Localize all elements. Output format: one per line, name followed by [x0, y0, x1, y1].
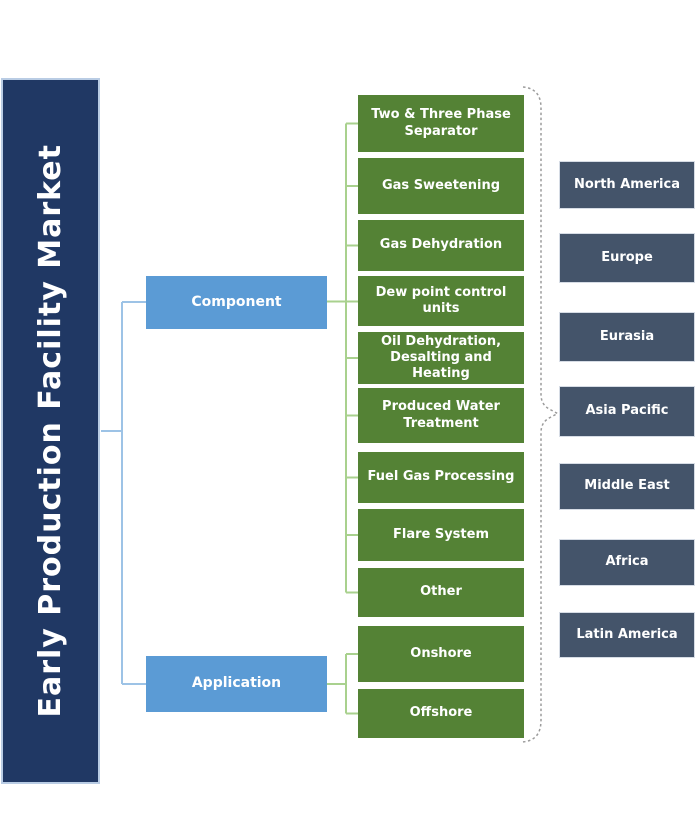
- region-africa: Africa: [559, 539, 695, 586]
- region-north-america: North America: [559, 161, 695, 209]
- region-eurasia: Eurasia: [559, 312, 695, 362]
- application-item-onshore: Onshore: [358, 626, 524, 682]
- application-item-offshore: Offshore: [358, 689, 524, 738]
- blue-connector-group: [101, 301, 146, 685]
- green-connector-application-group: [327, 653, 358, 715]
- region-asia-pacific: Asia Pacific: [559, 386, 695, 437]
- market-title: Early Production Facility Market: [33, 144, 68, 718]
- component-item-oil-dehydration-desalting-heating: Oil Dehydration, Desalting and Heating: [358, 332, 524, 384]
- node-application: Application: [146, 656, 327, 712]
- dashed-brace: [521, 86, 560, 743]
- green-connector-component-group: [327, 122, 358, 594]
- component-item-gas-sweetening: Gas Sweetening: [358, 158, 524, 214]
- component-item-gas-dehydration: Gas Dehydration: [358, 220, 524, 271]
- component-item-other: Other: [358, 568, 524, 617]
- component-item-fuel-gas-processing: Fuel Gas Processing: [358, 452, 524, 503]
- region-latin-america: Latin America: [559, 612, 695, 658]
- component-item-produced-water-treatment: Produced Water Treatment: [358, 388, 524, 443]
- component-item-two-three-phase-separator: Two & Three Phase Separator: [358, 95, 524, 152]
- component-item-dew-point-control-units: Dew point control units: [358, 276, 524, 326]
- market-title-bar: Early Production Facility Market: [1, 78, 100, 784]
- node-component: Component: [146, 276, 327, 329]
- region-middle-east: Middle East: [559, 463, 695, 510]
- component-item-flare-system: Flare System: [358, 509, 524, 561]
- region-europe: Europe: [559, 233, 695, 283]
